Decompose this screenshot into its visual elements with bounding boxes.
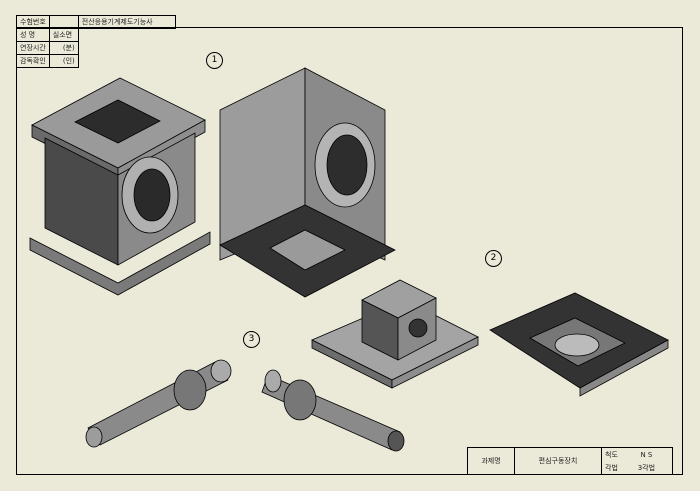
projection-value: 3각법 (620, 461, 673, 475)
housing-front-view (29, 77, 211, 296)
balloon-2: 2 (485, 250, 502, 267)
bracket-bottom-view (489, 292, 669, 397)
drawing-border (16, 27, 683, 475)
balloon-3: 3 (243, 331, 260, 348)
supervisor-value: (인) (48, 54, 79, 68)
projection-label: 각법 (600, 461, 621, 475)
scale-label: 척도 (600, 447, 621, 461)
shaft-right (261, 369, 405, 452)
housing-rear-view (219, 67, 396, 298)
project-name: 편심구동장치 (514, 447, 602, 475)
name-value: 실소면 (48, 28, 79, 42)
shaft-left (85, 359, 232, 448)
exam-title: 전산응용기계제도기능사 (77, 15, 176, 29)
title-block: 과제명 편심구동장치 척도 N S 각법 3각법 (467, 447, 673, 475)
balloon-1: 1 (206, 52, 223, 69)
scale-value: N S (620, 447, 673, 461)
bracket-top-view (311, 279, 479, 389)
project-label: 과제명 (467, 447, 515, 475)
